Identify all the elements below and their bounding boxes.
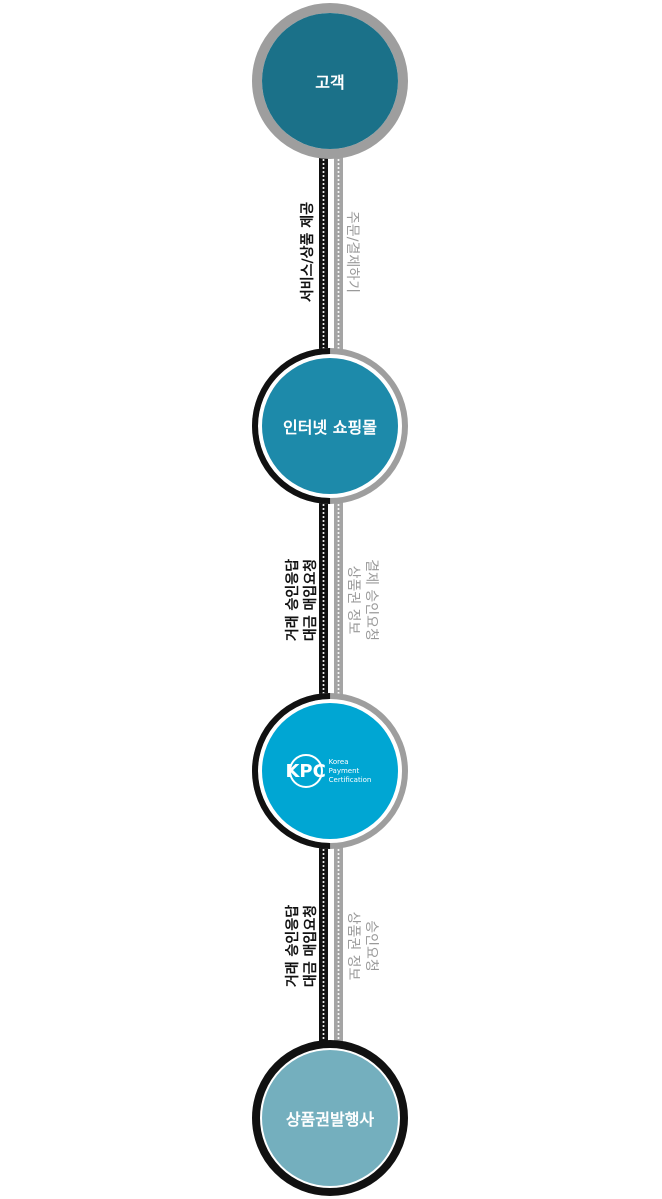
seg1-left-label: 서비스/상품 제공 bbox=[300, 201, 316, 303]
shopping-mall-node: 인터넷 쇼핑몰 bbox=[252, 348, 408, 504]
flow-line-gray-2 bbox=[334, 495, 343, 705]
seg1-right-label: 주문/결제하기 bbox=[344, 211, 360, 293]
kpc-line-3: Certification bbox=[328, 775, 372, 784]
kpc-logo: KPC Korea Payment Certification bbox=[285, 754, 372, 788]
issuer-label: 상품권발행사 bbox=[285, 1110, 375, 1129]
kpc-ring-dark bbox=[219, 660, 441, 882]
kpc-line-1: Korea bbox=[328, 757, 349, 766]
customer-node: 고객 bbox=[252, 3, 408, 159]
kpc-logo-icon: KPC bbox=[285, 754, 326, 788]
shopping-mall-label: 인터넷 쇼핑몰 bbox=[283, 418, 377, 437]
kpc-node: KPC Korea Payment Certification bbox=[252, 693, 408, 849]
seg3-right-label: 승인요청 상품권 정보 bbox=[345, 911, 379, 981]
shopping-mall-ring-dark bbox=[219, 315, 441, 537]
flow-line-dark-3 bbox=[319, 840, 328, 1050]
issuer-node: 상품권발행사 bbox=[252, 1040, 408, 1196]
flow-line-gray-1 bbox=[334, 150, 343, 355]
seg2-right-label: 결제 승인요청 상품권 정보 bbox=[345, 559, 379, 641]
flow-line-gray-3 bbox=[334, 840, 343, 1050]
flow-line-dark-2 bbox=[319, 495, 328, 705]
flow-line-dark-1 bbox=[319, 150, 328, 355]
seg3-left-label: 거래 승인응답 대금 매입요청 bbox=[285, 904, 319, 988]
customer-label: 고객 bbox=[315, 73, 345, 92]
kpc-line-2: Payment bbox=[328, 766, 360, 775]
seg2-left-label: 거래 승인응답 대금 매입요청 bbox=[285, 558, 319, 642]
